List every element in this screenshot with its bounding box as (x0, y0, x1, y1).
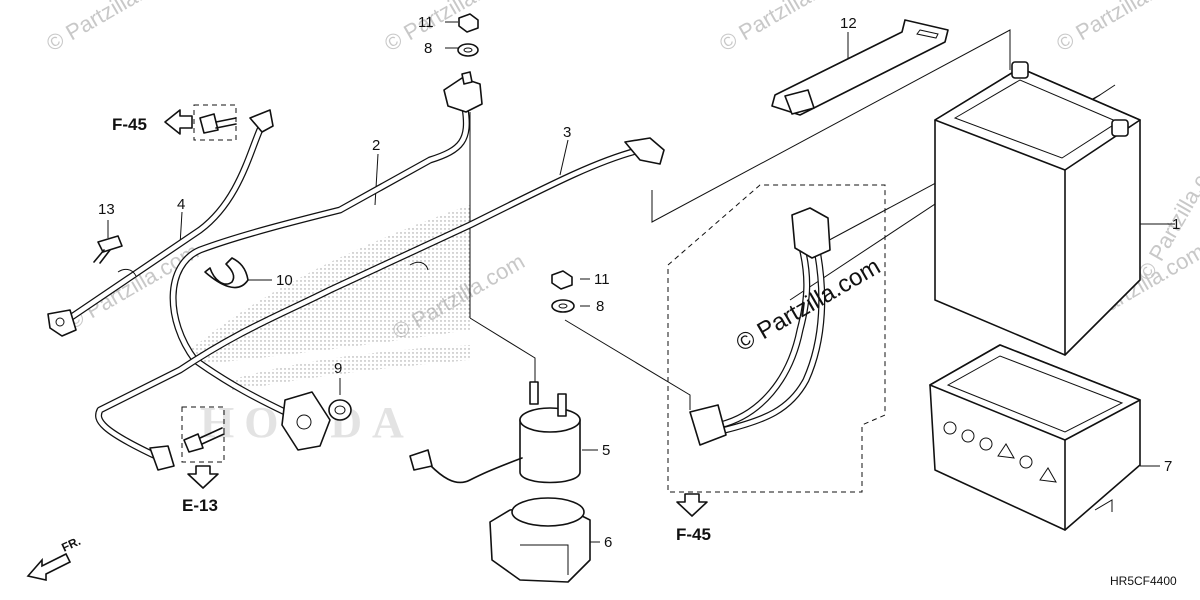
nut (551, 270, 573, 290)
battery (934, 61, 1141, 356)
watermark: © Partzilla.com (62, 239, 203, 335)
bolt (183, 427, 225, 453)
washer (551, 299, 575, 313)
callout-11a: 11 (418, 14, 434, 31)
callout-2: 2 (372, 137, 380, 154)
cable-band (204, 257, 249, 289)
watermark: © Partzilla.com (1052, 0, 1193, 56)
callout-3: 3 (563, 124, 571, 141)
callout-8a: 8 (424, 40, 432, 57)
bolt-detail-box (193, 104, 237, 141)
front-arrow-icon: FR. (26, 534, 83, 581)
battery-band (771, 19, 949, 116)
ref-e13[interactable]: E-13 (182, 496, 218, 515)
watermark: © Partzilla.com (42, 0, 183, 56)
callout-12: 12 (840, 15, 857, 32)
callout-8b: 8 (596, 298, 604, 315)
diagram-code: HR5CF4400 (1110, 574, 1177, 588)
bolt (199, 113, 237, 134)
bolt-detail-box (181, 406, 225, 463)
callout-4: 4 (177, 196, 185, 213)
front-label: FR. (59, 534, 82, 555)
ground-cable (47, 109, 274, 337)
callout-9: 9 (334, 360, 342, 377)
relay-cover (489, 497, 591, 583)
callout-13: 13 (98, 201, 115, 218)
bolt (93, 235, 123, 264)
callout-7: 7 (1164, 458, 1172, 475)
starter-relay (409, 381, 581, 484)
nut (458, 13, 479, 33)
cable-detail-box (667, 184, 886, 493)
positive-battery-cable (689, 207, 831, 446)
starter-cable (169, 71, 483, 451)
ref-arrow-down (187, 465, 219, 489)
battery-case (929, 344, 1141, 531)
callout-1: 1 (1172, 216, 1180, 233)
callout-11b: 11 (594, 271, 610, 288)
ref-arrow-left (164, 109, 193, 135)
watermark: © Partzilla.com (715, 0, 856, 56)
callout-5: 5 (602, 442, 610, 459)
callout-6: 6 (604, 534, 612, 551)
callout-labels: 1 2 3 4 5 6 7 8 8 9 10 11 11 12 13 (98, 14, 1180, 551)
ref-arrow-down (676, 493, 708, 517)
callout-10: 10 (276, 272, 293, 289)
battery-cable (95, 137, 665, 471)
ref-f45-top[interactable]: F-45 (112, 115, 147, 134)
ref-f45-bottom[interactable]: F-45 (676, 525, 711, 544)
grommet (328, 399, 352, 421)
washer (457, 43, 479, 57)
